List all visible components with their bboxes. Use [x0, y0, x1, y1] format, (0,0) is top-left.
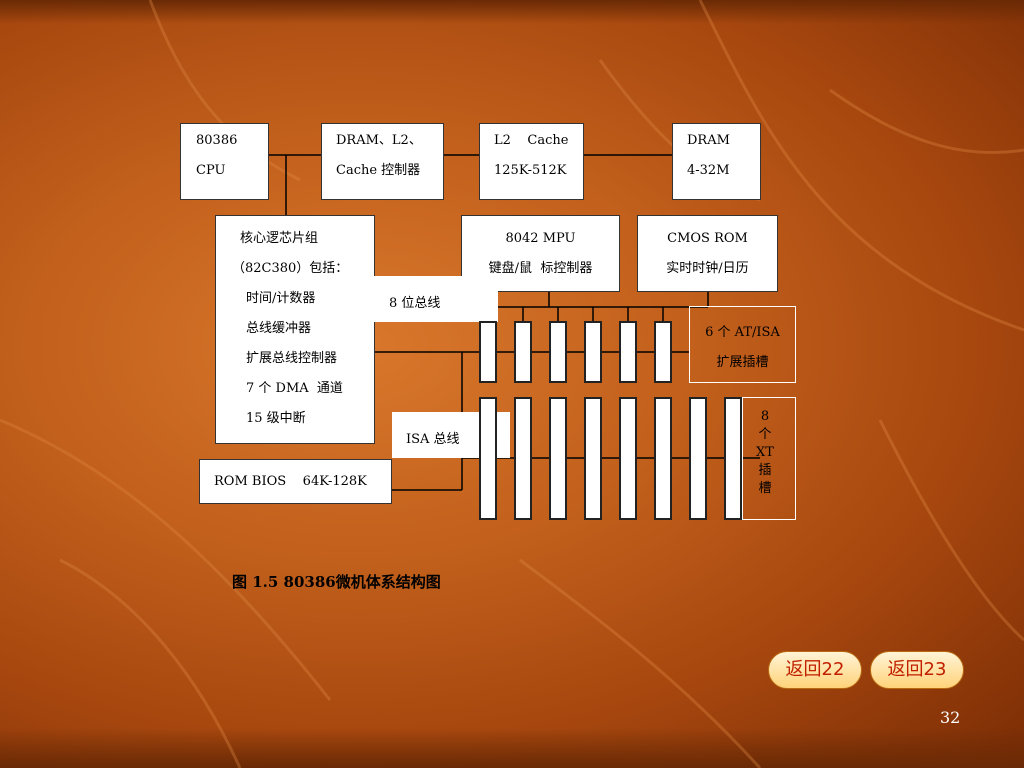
xt-slot — [514, 397, 532, 520]
at-isa-slots-label-line-1: 6 个 AT/ISA — [705, 325, 780, 340]
chipset-line-7: 15 级中断 — [246, 411, 306, 426]
mpu-line-1: 8042 MPU — [505, 231, 576, 246]
dram-controller-line-1: DRAM、L2、 — [336, 133, 422, 148]
at-isa-slots-label: 6 个 AT/ISA 扩展插槽 — [689, 318, 796, 378]
chipset-line-1: 核心逻芯片组 — [240, 231, 319, 246]
chipset-line-2: （82C380）包括： — [232, 261, 349, 276]
bus8-label: 8 位总线 — [389, 296, 441, 311]
back-23-button[interactable]: 返回23 — [870, 651, 964, 689]
xt-slots-label: 8 个 XT 插 槽 — [742, 408, 788, 498]
at-isa-slot — [654, 321, 672, 383]
chipset-line-4: 总线缓冲器 — [246, 321, 312, 336]
page-number: 32 — [940, 708, 961, 727]
mpu-box: 8042 MPU 键盘/鼠 标控制器 — [461, 215, 620, 292]
at-isa-slot — [584, 321, 602, 383]
back-22-button[interactable]: 返回22 — [768, 651, 862, 689]
l2-cache-box: L2 Cache 125K-512K — [479, 123, 584, 200]
dram-box: DRAM 4-32M — [672, 123, 761, 200]
xt-slots-label-line-4: 插 — [758, 463, 772, 478]
xt-slot — [689, 397, 707, 520]
xt-slot — [654, 397, 672, 520]
xt-slot — [549, 397, 567, 520]
cpu-line-2: CPU — [196, 163, 226, 178]
chipset-line-3: 时间/计数器 — [246, 291, 316, 306]
rom-bios-box: ROM BIOS 64K-128K — [199, 459, 392, 504]
xt-slots-label-line-3: XT — [756, 445, 774, 460]
cmos-line-2: 实时时钟/日历 — [666, 261, 749, 276]
xt-slot — [479, 397, 497, 520]
xt-slots-label-line-1: 8 — [760, 409, 770, 424]
at-isa-slots-frame — [689, 306, 796, 383]
mpu-line-2: 键盘/鼠 标控制器 — [488, 261, 593, 276]
chipset-line-6: 7 个 DMA 通道 — [246, 381, 343, 396]
bottom-band — [0, 728, 1024, 768]
cpu-line-1: 80386 — [196, 133, 238, 148]
l2-cache-line-2: 125K-512K — [494, 163, 567, 178]
xt-slots-label-line-5: 槽 — [758, 481, 772, 496]
xt-slot — [619, 397, 637, 520]
cmos-line-1: CMOS ROM — [667, 231, 748, 246]
at-isa-slot — [619, 321, 637, 383]
xt-slot — [584, 397, 602, 520]
top-band — [0, 0, 1024, 24]
figure-caption: 图 1.5 80386微机体系结构图 — [232, 573, 441, 591]
dram-controller-box: DRAM、L2、 Cache 控制器 — [321, 123, 444, 200]
l2-cache-line-1: L2 Cache — [494, 133, 569, 148]
cmos-box: CMOS ROM 实时时钟/日历 — [637, 215, 778, 292]
at-isa-slot — [514, 321, 532, 383]
at-isa-slots-label-line-2: 扩展插槽 — [716, 355, 769, 370]
at-isa-slot — [479, 321, 497, 383]
chipset-line-5: 扩展总线控制器 — [246, 351, 338, 366]
xt-slots-frame — [742, 397, 796, 520]
dram-line-1: DRAM — [687, 133, 730, 148]
isa-bus-label: ISA 总线 — [406, 432, 460, 447]
xt-slots-label-line-2: 个 — [758, 427, 772, 442]
cpu-box: 80386 CPU — [180, 123, 269, 200]
xt-slot — [724, 397, 742, 520]
dram-line-2: 4-32M — [687, 163, 730, 178]
dram-controller-line-2: Cache 控制器 — [336, 163, 421, 178]
chipset-box: 核心逻芯片组 （82C380）包括： 时间/计数器 总线缓冲器 扩展总线控制器 … — [215, 215, 375, 444]
at-isa-slot — [549, 321, 567, 383]
rom-bios-label: ROM BIOS 64K-128K — [214, 474, 367, 489]
bus8-label-box — [374, 276, 498, 322]
